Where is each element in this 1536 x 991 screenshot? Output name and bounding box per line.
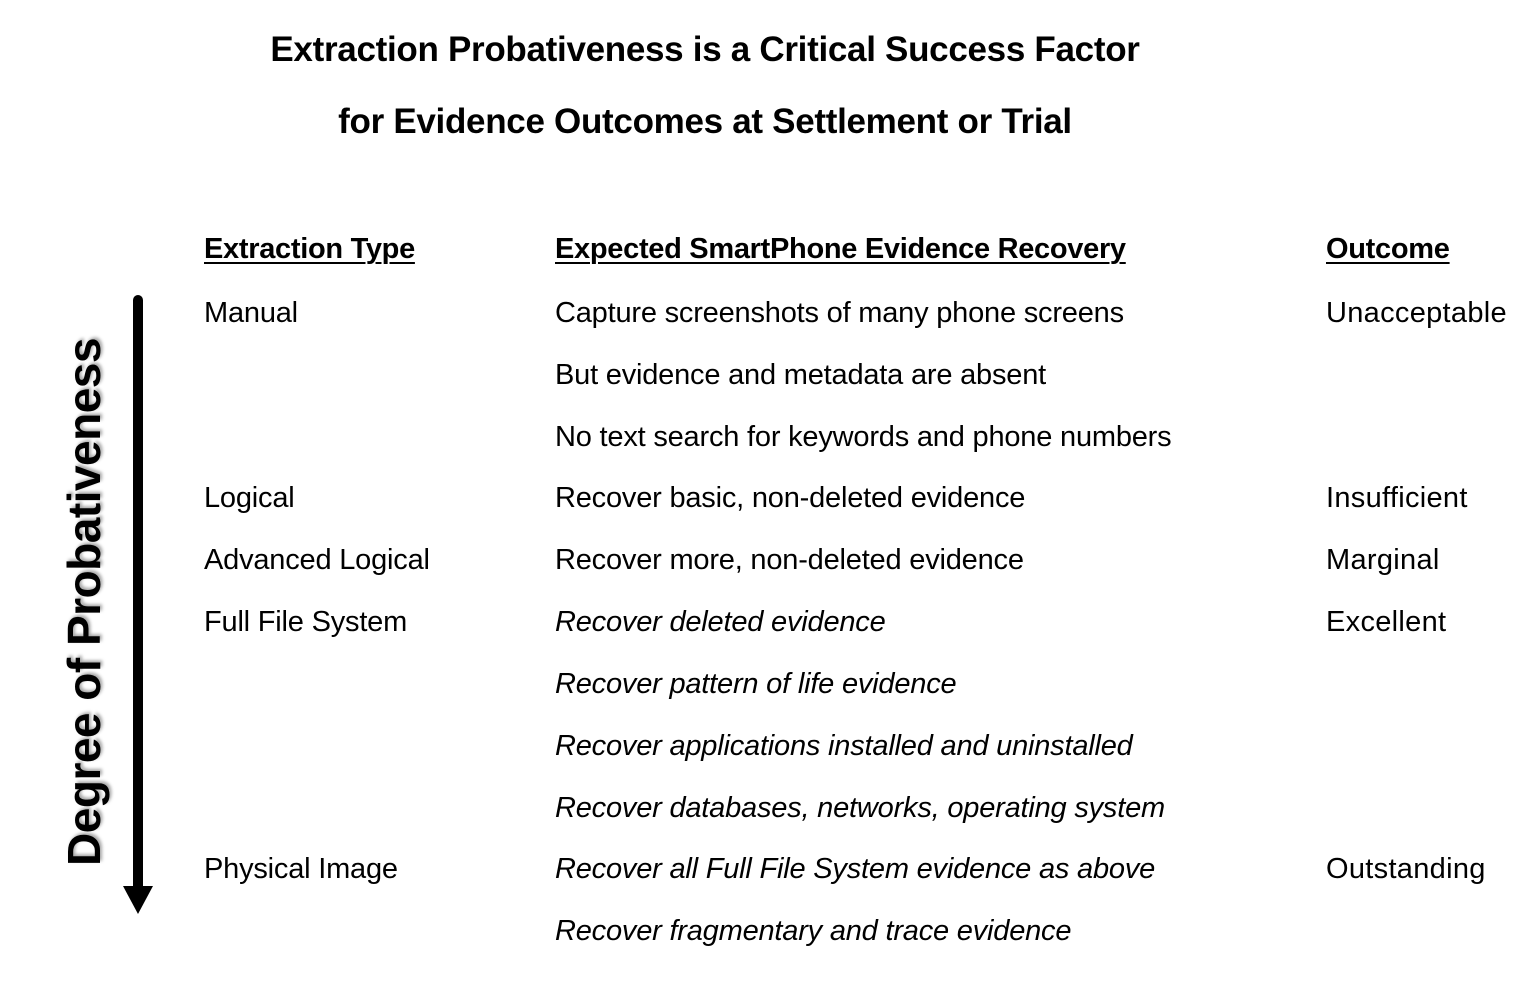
extraction-type-cell: Logical: [204, 482, 295, 514]
outcome-cell: Insufficient: [1326, 482, 1468, 514]
evidence-recovery-cell: Recover applications installed and unins…: [555, 730, 1133, 762]
extraction-type-cell: Full File System: [204, 606, 408, 638]
outcome-cell: Outstanding: [1326, 853, 1486, 885]
probativeness-axis: [123, 295, 153, 914]
column-header-evidence-recovery: Expected SmartPhone Evidence Recovery: [555, 233, 1126, 265]
extraction-type-cell: Manual: [204, 297, 298, 329]
axis-label: Degree of Probativeness: [58, 338, 110, 866]
evidence-recovery-cell: But evidence and metadata are absent: [555, 359, 1046, 391]
evidence-recovery-cell: Recover all Full File System evidence as…: [555, 853, 1156, 885]
evidence-recovery-cell: Recover deleted evidence: [555, 606, 886, 638]
page-title-line-1: Extraction Probativeness is a Critical S…: [270, 30, 1140, 69]
outcome-cell: Marginal: [1326, 544, 1440, 576]
evidence-recovery-cell: Recover pattern of life evidence: [555, 668, 957, 700]
evidence-recovery-cell: No text search for keywords and phone nu…: [555, 421, 1172, 453]
evidence-recovery-cell: Recover more, non-deleted evidence: [555, 544, 1024, 576]
outcome-cell: Excellent: [1326, 606, 1447, 638]
extraction-type-cell: Advanced Logical: [204, 544, 430, 576]
evidence-recovery-cell: Recover databases, networks, operating s…: [555, 792, 1165, 824]
outcome-cell: Unacceptable: [1326, 297, 1507, 329]
page-title-line-2: for Evidence Outcomes at Settlement or T…: [338, 102, 1072, 141]
evidence-recovery-cell: Capture screenshots of many phone screen…: [555, 297, 1124, 329]
evidence-recovery-cell: Recover fragmentary and trace evidence: [555, 915, 1072, 947]
evidence-recovery-cell: Recover basic, non-deleted evidence: [555, 482, 1026, 514]
column-header-outcome: Outcome: [1326, 233, 1450, 265]
column-header-extraction-type: Extraction Type: [204, 233, 415, 265]
arrow-head: [123, 886, 153, 914]
extraction-type-cell: Physical Image: [204, 853, 398, 885]
down-arrow-icon: [123, 295, 153, 914]
